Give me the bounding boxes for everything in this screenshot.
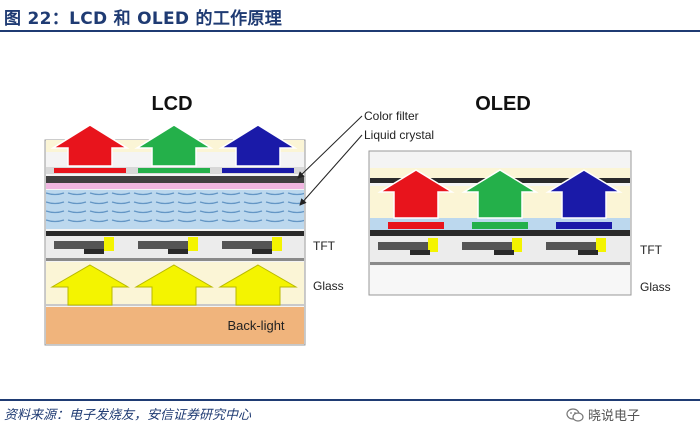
title-rule — [0, 30, 700, 32]
lcd-red-arrow — [50, 124, 130, 167]
lcd-backlight-label: Back-light — [227, 318, 284, 333]
source-rule — [0, 399, 700, 401]
oled-glass-label: Glass — [640, 280, 671, 294]
lcd-tft-label: TFT — [313, 239, 336, 253]
liquid-crystal-label: Liquid crystal — [364, 128, 434, 142]
lcd-title: LCD — [151, 93, 192, 115]
oled-blue-arrow — [545, 169, 623, 219]
lcd-stack — [44, 139, 306, 346]
figure-source: 资料来源：电子发烧友，安信证券研究中心 — [4, 408, 252, 423]
oled-tft-label: TFT — [640, 243, 663, 257]
oled-red-emitter — [388, 222, 444, 229]
lcd-green-arrow — [134, 124, 214, 167]
lcd-liquid-crystal — [46, 190, 304, 229]
oled-green-emitter — [472, 222, 528, 229]
wechat-icon — [566, 407, 584, 422]
oled-green-arrow — [461, 169, 539, 219]
oled-blue-emitter — [556, 222, 612, 229]
lcd-glass-label: Glass — [313, 279, 344, 293]
lcd-backlight — [46, 307, 304, 344]
watermark: 晓说电子 — [566, 405, 640, 424]
oled-tft-layer — [370, 230, 630, 265]
oled-title: OLED — [475, 93, 531, 115]
lcd-color-filter — [46, 167, 304, 174]
oled-red-arrow — [377, 169, 455, 219]
watermark-text: 晓说电子 — [588, 409, 641, 424]
color-filter-label: Color filter — [364, 109, 419, 123]
lcd-tft-layer — [46, 231, 304, 261]
figure-title: 图 22：LCD 和 OLED 的工作原理 — [4, 9, 283, 29]
lcd-blue-arrow — [218, 124, 298, 167]
lcd-yellow-arrows — [50, 264, 298, 306]
